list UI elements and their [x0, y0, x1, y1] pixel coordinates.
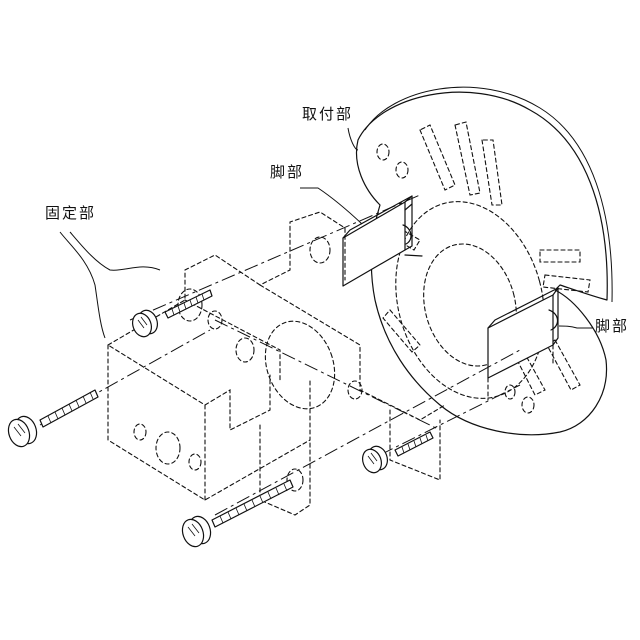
block-center-bore	[254, 311, 347, 418]
label-leg-part-right: 脚部	[595, 319, 629, 334]
label-mounting-part: 取付部	[302, 107, 353, 122]
mounting-plate	[357, 87, 613, 435]
label-leg-part-upper: 脚部	[270, 165, 304, 180]
label-fixing-part: 固定部	[45, 206, 96, 221]
leader-fixing-part	[60, 232, 105, 338]
screw-right	[359, 432, 433, 475]
screw-left	[5, 390, 98, 450]
screw-bottom	[179, 480, 293, 550]
